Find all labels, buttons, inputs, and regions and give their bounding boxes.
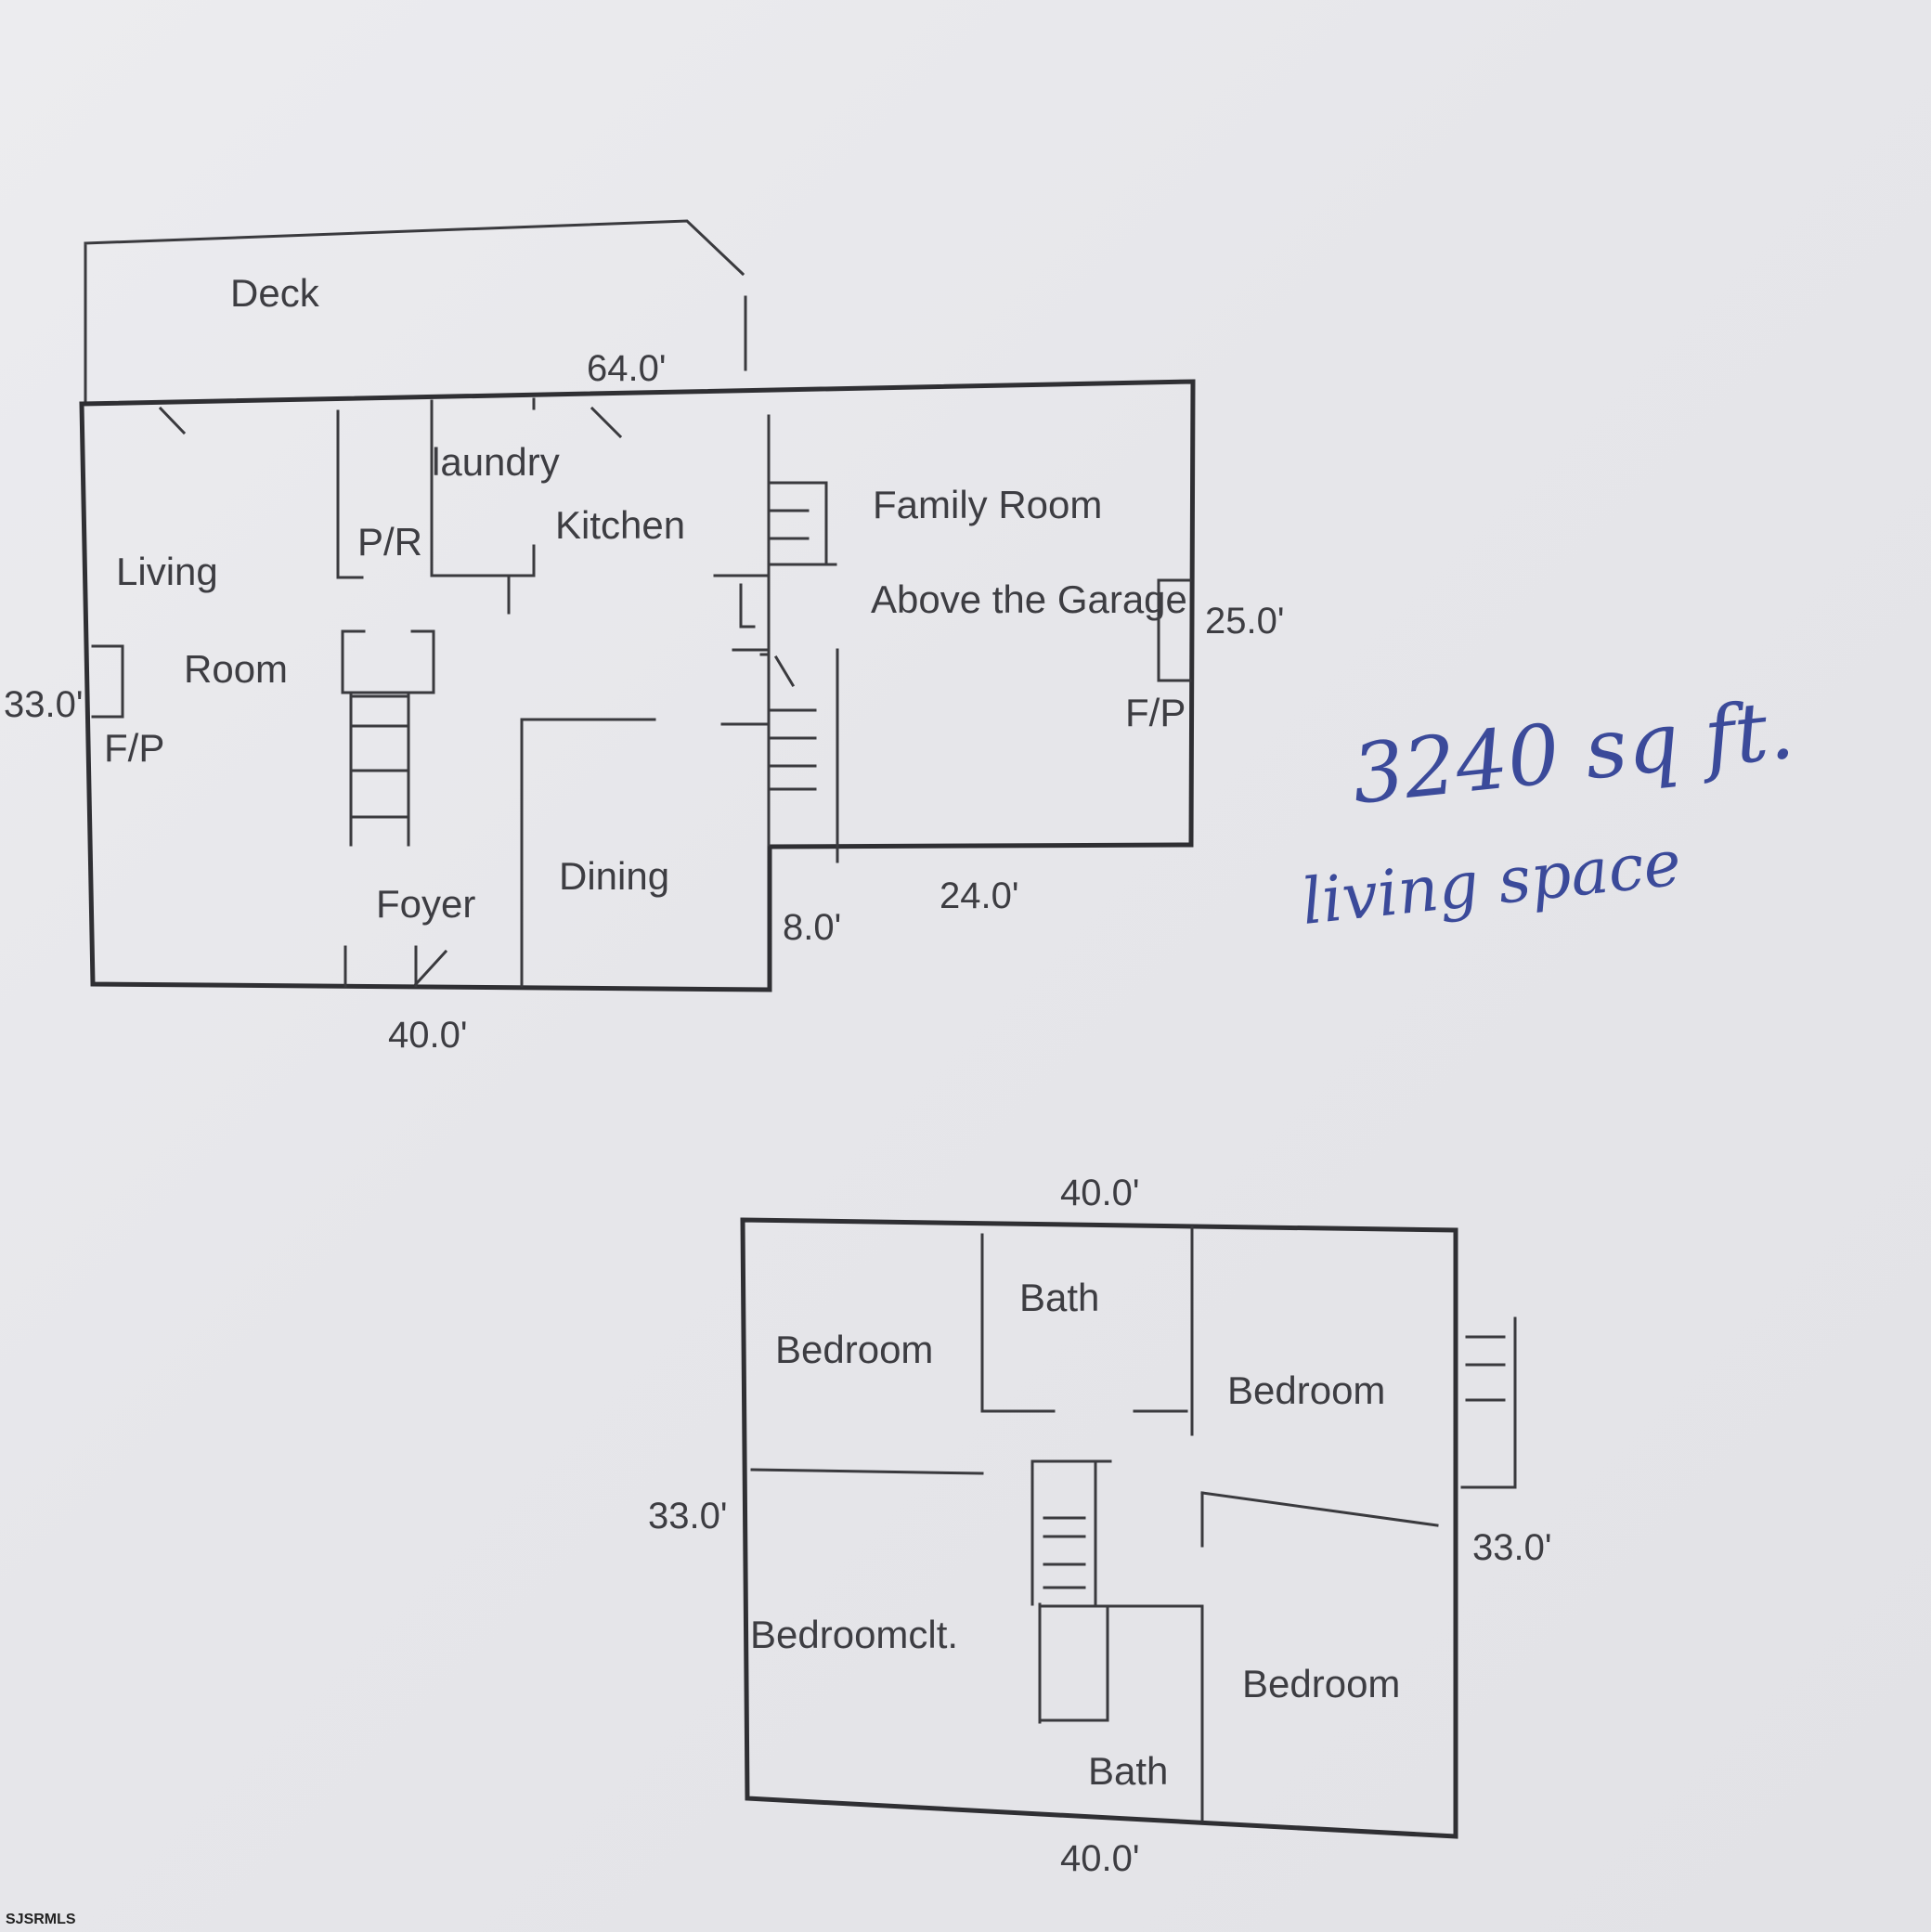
first-floor-exterior-wall — [79, 379, 1196, 992]
deck-outline — [84, 219, 747, 404]
label-powder-room: P/R — [357, 520, 422, 564]
label-fireplace-left: F/P — [104, 726, 164, 770]
first-floor-interior-walls — [336, 397, 839, 988]
handwritten-area: 3240 sq ft. — [1347, 681, 1797, 823]
label-family-room: Family Room — [873, 483, 1102, 526]
stairs-foyer — [349, 691, 410, 847]
label-bath-top: Bath — [1019, 1276, 1099, 1319]
door-swings — [158, 406, 796, 987]
dim-right-25: 25.0' — [1205, 601, 1285, 642]
label-fireplace-right: F/P — [1125, 691, 1186, 734]
label-bedroom-top-right: Bedroom — [1227, 1368, 1385, 1412]
label-foyer: Foyer — [376, 882, 475, 926]
label-bedroom-bottom-right: Bedroom — [1242, 1662, 1400, 1705]
dim-garage-24: 24.0' — [940, 875, 1019, 916]
stairs-small — [739, 583, 756, 629]
label-deck: Deck — [230, 271, 320, 315]
label-kitchen: Kitchen — [555, 503, 685, 547]
stairs-exterior — [1460, 1316, 1517, 1489]
stairs-family — [767, 708, 817, 791]
handwritten-caption: living space — [1299, 826, 1685, 939]
label-room: Room — [184, 647, 288, 691]
dim-top-64: 64.0' — [587, 348, 667, 389]
dim-bottom-40: 40.0' — [388, 1015, 468, 1056]
label-bedroom-top-left: Bedroom — [775, 1328, 933, 1371]
stairs-kitchen — [767, 481, 837, 566]
label-bath-bottom: Bath — [1088, 1749, 1168, 1793]
first-floor-plan: Deck laundry P/R Kitchen Family Room Abo… — [4, 219, 1285, 1056]
label-laundry: laundry — [432, 440, 560, 484]
label-living: Living — [116, 550, 218, 593]
handwritten-note: 3240 sq ft. living space — [1299, 681, 1798, 940]
label-above-garage: Above the Garage — [871, 577, 1187, 621]
second-floor-exterior-wall — [740, 1217, 1458, 1839]
fireplace-left — [91, 644, 124, 719]
dim-f2-top-40: 40.0' — [1060, 1173, 1140, 1213]
fireplace-right — [1157, 578, 1192, 682]
second-floor-interior-walls — [750, 1225, 1439, 1822]
stairs-second-floor — [1043, 1516, 1086, 1589]
label-bedroom-closet: Bedroomclt. — [750, 1613, 958, 1656]
dim-f2-right-33: 33.0' — [1472, 1527, 1552, 1568]
dim-left-33: 33.0' — [4, 684, 84, 725]
dim-step-8: 8.0' — [783, 907, 841, 948]
second-floor-plan: Bedroom Bath Bedroom Bedroomclt. Bedroom… — [648, 1173, 1552, 1879]
dim-f2-left-33: 33.0' — [648, 1496, 728, 1537]
dim-f2-bottom-40: 40.0' — [1060, 1838, 1140, 1879]
watermark: SJSRMLS — [6, 1912, 76, 1927]
label-dining: Dining — [559, 854, 669, 898]
